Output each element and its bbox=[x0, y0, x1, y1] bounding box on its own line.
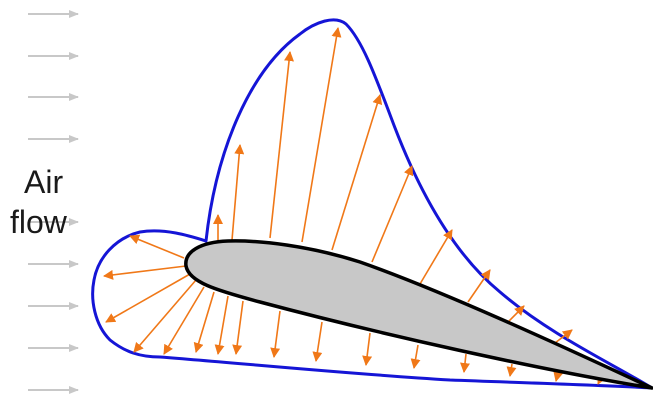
pressure-arrow-lower bbox=[312, 321, 323, 362]
pressure-arrow-lower bbox=[193, 291, 215, 353]
pressure-arrow-lower bbox=[214, 295, 229, 355]
pressure-arrow-lower bbox=[506, 363, 517, 377]
pressure-envelope-outline bbox=[91, 18, 653, 390]
incoming-flow-arrows bbox=[28, 10, 79, 394]
air-flow-label-line1: Air bbox=[24, 164, 64, 200]
pressure-arrow-upper bbox=[371, 165, 414, 263]
pressure-arrow-lower bbox=[133, 279, 197, 353]
air-flow-label-line2: flow bbox=[10, 204, 67, 240]
pressure-arrow-upper bbox=[301, 27, 342, 243]
pressure-arrow-lower bbox=[129, 234, 185, 259]
pressure-arrow-upper bbox=[269, 51, 295, 239]
pressure-arrow-lower bbox=[232, 300, 244, 355]
pressure-arrow-upper bbox=[467, 269, 491, 303]
pressure-arrows bbox=[103, 27, 607, 385]
pressure-arrow-upper bbox=[507, 305, 525, 323]
airfoil-shape bbox=[184, 239, 653, 390]
pressure-arrow-upper bbox=[331, 94, 383, 251]
pressure-arrow-lower bbox=[103, 265, 187, 280]
pressure-arrow-lower bbox=[553, 371, 564, 382]
pressure-arrow-lower bbox=[460, 353, 470, 373]
pressure-arrow-lower bbox=[163, 286, 205, 355]
pressure-arrow-upper bbox=[554, 329, 573, 344]
pressure-arrow-lower bbox=[362, 332, 373, 366]
pressure-arrow-lower bbox=[105, 273, 191, 323]
pressure-arrow-upper bbox=[231, 144, 245, 241]
pressure-arrow-upper bbox=[419, 229, 453, 285]
pressure-arrow-lower bbox=[270, 310, 281, 358]
pressure-arrow-lower bbox=[410, 344, 421, 369]
